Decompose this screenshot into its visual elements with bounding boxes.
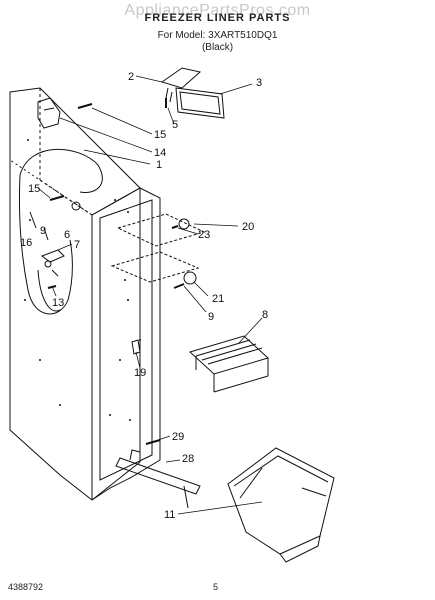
liner-frame — [91, 187, 161, 501]
part-number: 4388792 — [8, 582, 44, 592]
callout-28: 28 — [182, 453, 194, 465]
wire-harness-lower — [37, 269, 61, 312]
top-bracket — [37, 97, 93, 129]
shelf-support-assembly — [160, 67, 225, 119]
callout-1: 1 — [156, 159, 162, 171]
page-number: 5 — [213, 582, 219, 592]
diagram-title: FREEZER LINER PARTS — [144, 12, 291, 24]
model-line: For Model: 3XART510DQ1 — [157, 30, 278, 41]
callout-15-left: 15 — [28, 183, 40, 195]
callout-labels: 2 3 5 15 14 1 15 16 9 7 6 13 20 23 21 9 … — [20, 71, 268, 521]
wire-shelf — [189, 335, 269, 393]
leader-lines — [37, 75, 263, 515]
small-fasteners — [29, 195, 141, 355]
watermark: AppliancePartsPros.com — [124, 2, 311, 19]
callout-16: 16 — [20, 237, 32, 249]
callout-19: 19 — [134, 367, 146, 379]
callout-20: 20 — [242, 221, 254, 233]
callout-14: 14 — [154, 147, 166, 159]
wire-harness — [18, 148, 103, 315]
callout-15-top: 15 — [154, 129, 166, 141]
callout-6: 6 — [64, 229, 70, 241]
callout-13: 13 — [52, 297, 64, 309]
callout-3: 3 — [256, 77, 262, 89]
callout-5: 5 — [172, 119, 178, 131]
callout-2: 2 — [128, 71, 134, 83]
ice-bin — [227, 447, 335, 563]
freezer-liner — [9, 87, 141, 501]
callout-7: 7 — [74, 239, 80, 251]
callout-9-right: 9 — [208, 311, 214, 323]
callout-29: 29 — [172, 431, 184, 443]
callout-11: 11 — [164, 509, 175, 521]
callout-21: 21 — [212, 293, 224, 305]
callout-23: 23 — [198, 229, 210, 241]
color-line: (Black) — [201, 42, 234, 53]
callout-9-left: 9 — [40, 225, 46, 237]
callout-8: 8 — [262, 309, 268, 321]
bottom-slide-rail — [115, 439, 201, 509]
ice-maker-panels — [110, 213, 206, 289]
